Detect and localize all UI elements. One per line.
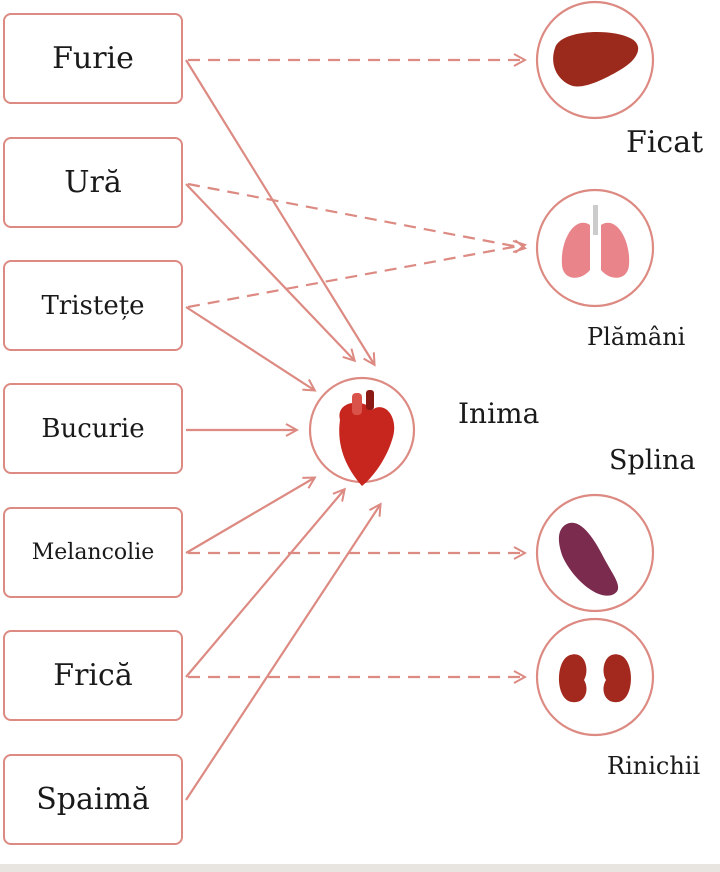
heart-icon [339,390,395,486]
arrow-tristete-heart [185,306,314,390]
label-ficat: Ficat [626,125,704,160]
dashed-ura-lungs [187,182,524,248]
emotion-box-bucurie: Bucurie [3,383,183,474]
label-rinichii: Rinichii [607,752,701,780]
arrow-frica-heart [185,490,344,678]
arrow-furie-heart [185,59,374,364]
emotion-box-ura: Ură [3,137,183,228]
label-inima: Inima [458,397,540,430]
label-splina: Splina [609,445,696,476]
label-plamani: Plămâni [587,323,686,351]
arrow-spaima-heart [185,505,380,801]
emotion-box-spaima: Spaimă [3,754,183,845]
arrow-melancolie-heart [185,478,314,554]
emotion-box-melancolie: Melancolie [3,507,183,598]
emotion-box-frica: Frică [3,630,183,721]
kidneys-icon [558,654,632,703]
emotion-box-tristete: Tristețe [3,260,183,351]
emotion-box-furie: Furie [3,13,183,104]
bottom-strip [0,864,720,872]
dashed-tristete-lungs [187,245,524,309]
spleen-icon [558,522,619,596]
liver-icon [553,32,639,87]
lungs-icon [561,205,630,278]
arrow-ura-heart [185,183,354,360]
